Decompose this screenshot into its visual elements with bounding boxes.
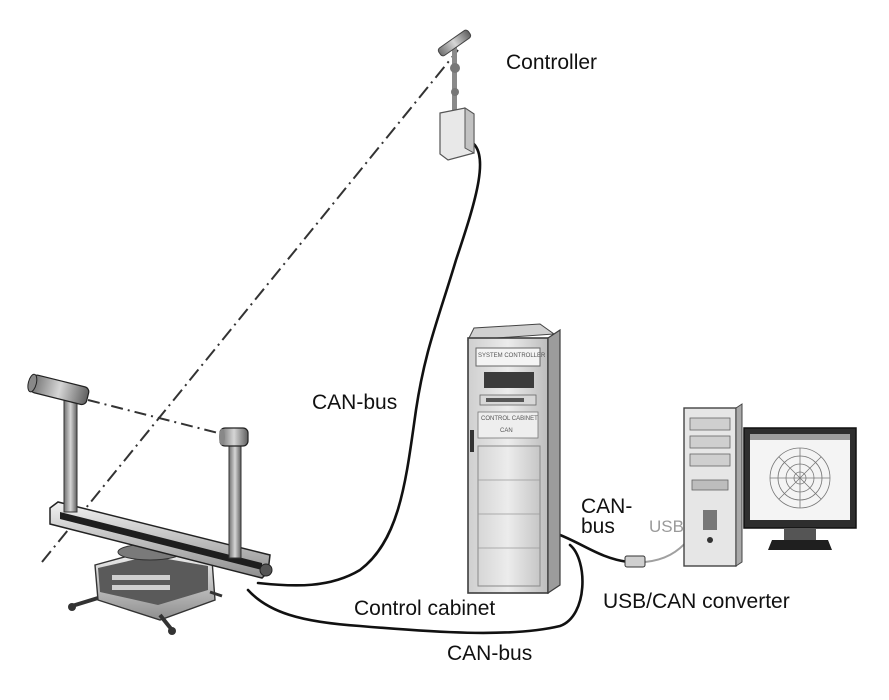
- can-bus-cable-bottom: [246, 543, 584, 635]
- label-usb: USB: [649, 517, 684, 536]
- computer-tower: [683, 403, 743, 567]
- monitor: [743, 427, 857, 550]
- label-usb-can-converter: USB/CAN converter: [603, 590, 790, 613]
- label-can-bus-right-line1: CAN-: [581, 495, 633, 518]
- label-control-cabinet: Control cabinet: [354, 597, 496, 620]
- cabinet-mid-plate-text: CONTROL CABINET: [481, 416, 538, 422]
- can-bus-cable-controller: [256, 138, 482, 587]
- optical-axis-horizontal: [87, 399, 231, 437]
- label-can-bus-right-line2: bus: [581, 515, 615, 538]
- cabinet-top-plate-text: SYSTEM CONTROLLER: [478, 353, 546, 359]
- controller-unit: [437, 29, 475, 161]
- cabinet-small-plate-text: CAN: [500, 428, 513, 434]
- label-can-bus-bottom: CAN-bus: [447, 642, 533, 665]
- control-cabinet-unit: [467, 323, 561, 595]
- label-controller: Controller: [506, 51, 598, 74]
- optical-axis-diagonal: [41, 49, 459, 563]
- label-can-bus-controller: CAN-bus: [312, 391, 398, 414]
- can-bus-cable-converter: [558, 533, 630, 564]
- usb-cable: [644, 539, 689, 563]
- test-stand: [27, 373, 273, 635]
- usb-can-converter-device: [624, 555, 646, 568]
